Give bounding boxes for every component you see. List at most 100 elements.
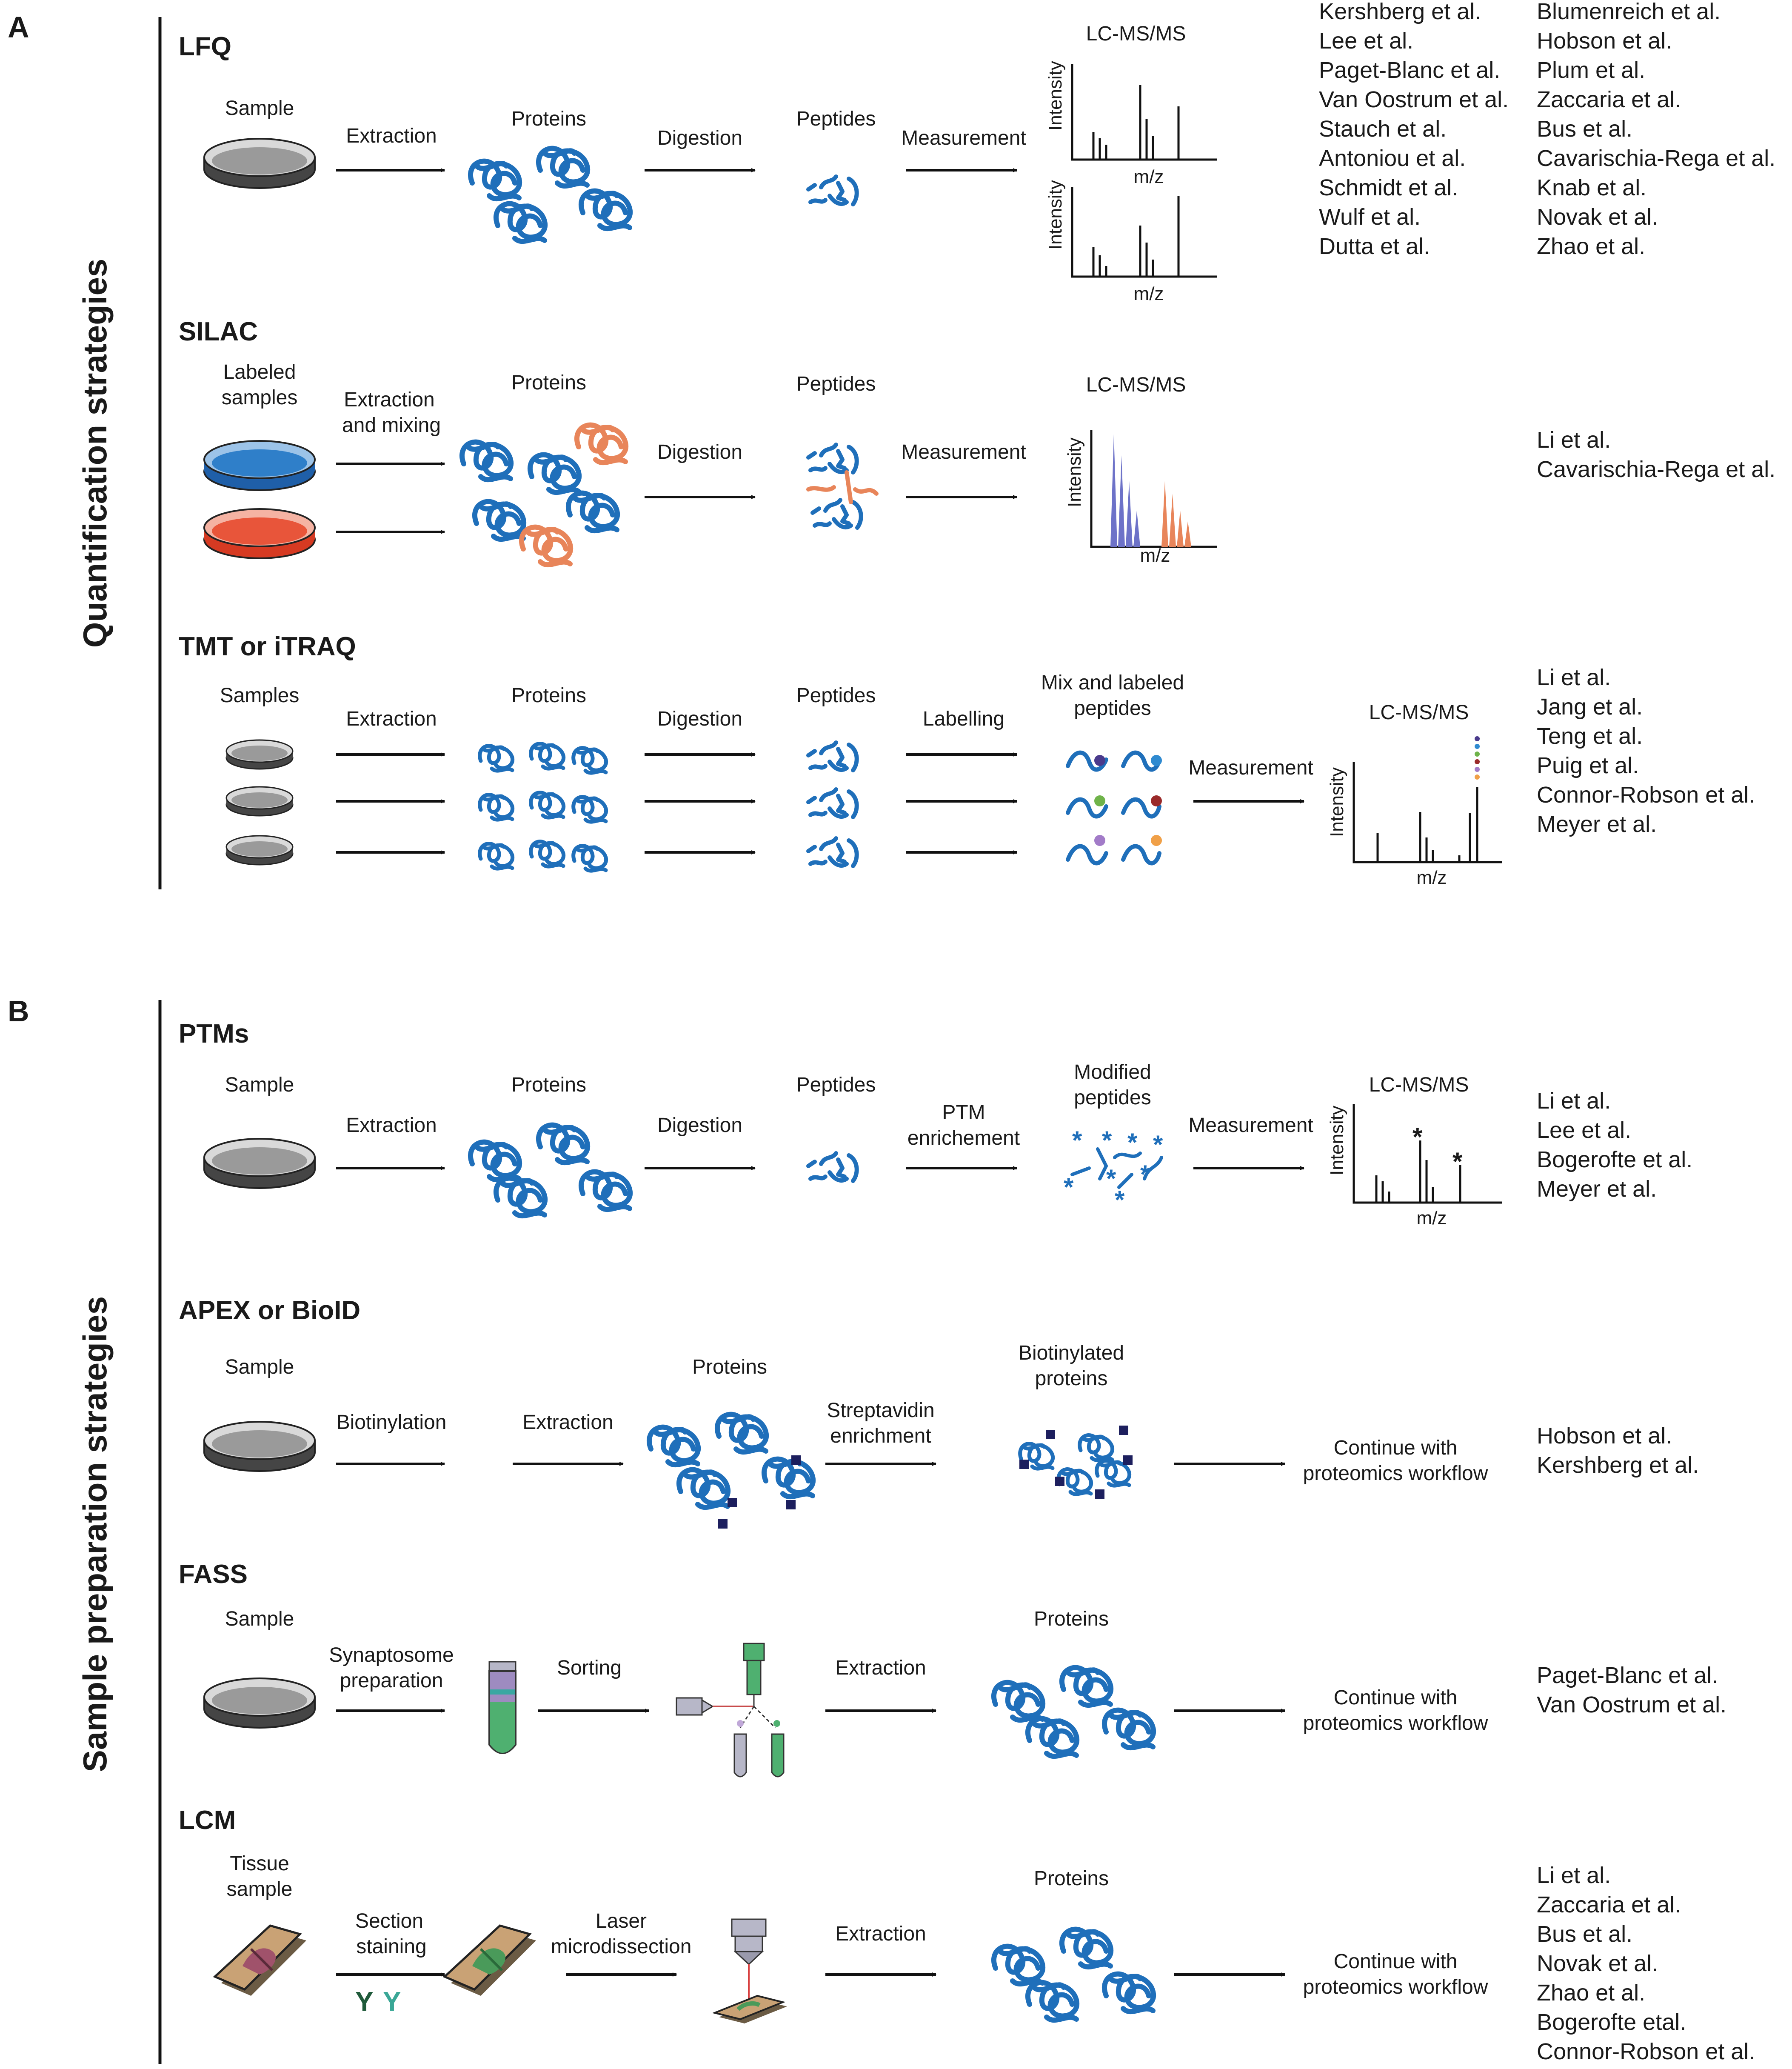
ref-item: Meyer et al. (1537, 812, 1657, 837)
refs-lfq-col1: Kershberg et al. Lee et al. Paget-Blanc … (1319, 0, 1509, 259)
label-extraction: Extraction (346, 708, 437, 730)
dish-heavy-icon (203, 508, 316, 559)
ref-item: Wulf et al. (1319, 204, 1421, 230)
dish-icon (203, 1677, 316, 1729)
tmt-spectrum-chart (1353, 762, 1502, 863)
svg-text:*: * (1412, 1123, 1423, 1151)
centrifuge-tube-icon (488, 1661, 516, 1754)
dish-icon (225, 835, 294, 866)
ref-item: Kershberg et al. (1537, 1452, 1699, 1478)
label-digestion: Digestion (657, 441, 742, 463)
spectrum-chart (1071, 187, 1217, 278)
ref-item: Antoniou et al. (1319, 146, 1466, 171)
ref-item: Zaccaria et al. (1537, 1892, 1681, 1918)
label-proteins: Proteins (511, 1074, 586, 1096)
proteins-icon (994, 1668, 1153, 1756)
refs-tmt: Li et al. Jang et al. Teng et al. Puig e… (1537, 665, 1755, 837)
label-proteins: Proteins (1034, 1608, 1109, 1630)
label-lcms: LC-MS/MS (1086, 23, 1186, 45)
label-digestion: Digestion (657, 1114, 742, 1137)
axis-label-mz: m/z (1134, 283, 1164, 304)
antibody-icon: Y (383, 1986, 401, 2017)
laser-icon (712, 1918, 787, 2023)
ptm-peak-marks: * * (1412, 1123, 1463, 1176)
axis-label-intensity: Intensity (1327, 1106, 1347, 1175)
label-modified: Modified (1074, 1061, 1151, 1083)
ref-item: Schmidt et al. (1319, 175, 1458, 200)
ref-item: Jang et al. (1537, 694, 1643, 720)
proteins-mixed-icon (462, 425, 626, 565)
svg-text:*: * (1115, 1186, 1125, 1214)
proteins-icon (471, 149, 630, 241)
label-extraction: Extraction (835, 1923, 926, 1945)
ref-item: Meyer et al. (1537, 1176, 1657, 1202)
panel-label-a: A (8, 11, 29, 44)
label-ptm-enrich: enrichement (907, 1127, 1020, 1149)
title-apex: APEX or BioID (179, 1296, 360, 1325)
dish-icon (203, 1138, 316, 1189)
ptm-star-marks: ** ** ** ** (1064, 1126, 1163, 1214)
axis-label-mz: m/z (1417, 1208, 1447, 1229)
row-fass: FASS Sample Synaptosome preparation Sort… (179, 1560, 1726, 1778)
label-synaptosome: preparation (340, 1669, 443, 1692)
ref-item: Bogerofte etal. (1537, 2009, 1686, 2035)
ref-item: Blumenreich et al. (1537, 0, 1721, 24)
ref-item: Bus et al. (1537, 116, 1632, 142)
label-proteins: Proteins (511, 372, 586, 394)
axis-label-intensity: Intensity (1045, 180, 1066, 250)
svg-text:*: * (1072, 1126, 1082, 1155)
ref-item: Van Oostrum et al. (1319, 87, 1509, 112)
label-continue: proteomics workflow (1303, 1976, 1488, 1998)
labeled-peptides-icon (1066, 750, 1161, 866)
label-proteins: Proteins (1034, 1867, 1109, 1890)
label-continue: Continue with (1334, 1437, 1458, 1459)
label-continue: proteomics workflow (1303, 1462, 1488, 1485)
axis-label-mz: m/z (1417, 867, 1447, 888)
svg-text:*: * (1153, 1130, 1163, 1159)
ref-item: Knab et al. (1537, 175, 1646, 200)
dish-icon (225, 786, 294, 817)
label-continue: proteomics workflow (1303, 1712, 1488, 1735)
ref-item: Paget-Blanc et al. (1319, 57, 1500, 83)
title-fass: FASS (179, 1560, 248, 1589)
ref-item: Li et al. (1537, 427, 1611, 453)
axis-label-intensity: Intensity (1045, 61, 1066, 131)
axis-label-intensity: Intensity (1327, 767, 1347, 837)
dish-icon (203, 138, 316, 189)
peptides-icon (808, 177, 857, 204)
label-lcms: LC-MS/MS (1086, 374, 1186, 396)
label-digestion: Digestion (657, 708, 742, 730)
title-ptm: PTMs (179, 1019, 249, 1049)
dish-light-icon (203, 440, 316, 491)
svg-text:*: * (1140, 1160, 1150, 1189)
tmt-tags (1094, 755, 1162, 846)
antibody-icon: Y (355, 1986, 374, 2017)
refs-lfq-col2: Blumenreich et al. Hobson et al. Plum et… (1537, 0, 1775, 259)
spectrum-chart (1071, 64, 1217, 161)
label-digestion: Digestion (657, 127, 742, 149)
ref-item: Lee et al. (1319, 28, 1413, 54)
reporter-ions (1475, 736, 1480, 780)
label-extraction: and mixing (342, 414, 441, 437)
label-measurement: Measurement (901, 127, 1026, 149)
label-labelling: Labelling (923, 708, 1004, 730)
svg-text:*: * (1452, 1147, 1463, 1176)
label-synaptosome: Synaptosome (329, 1644, 454, 1666)
axis-label-intensity: Intensity (1064, 437, 1085, 507)
label-section: Section (355, 1910, 423, 1932)
side-title-sample-prep: Sample preparation strategies (76, 1296, 114, 1772)
ref-item: Paget-Blanc et al. (1537, 1663, 1718, 1688)
label-laser: microdissection (551, 1935, 692, 1958)
axis-label-mz: m/z (1134, 166, 1164, 187)
label-tissue: Tissue (230, 1852, 289, 1875)
label-lcms: LC-MS/MS (1369, 1074, 1469, 1096)
label-extraction: Extraction (522, 1411, 613, 1434)
peptides-icon (808, 1153, 857, 1181)
label-measurement: Measurement (1188, 1114, 1313, 1137)
ref-item: Connor-Robson et al. (1537, 782, 1755, 808)
ref-item: Plum et al. (1537, 57, 1645, 83)
title-lcm: LCM (179, 1806, 236, 1835)
ref-item: Novak et al. (1537, 204, 1658, 230)
label-proteins: Proteins (511, 684, 586, 707)
